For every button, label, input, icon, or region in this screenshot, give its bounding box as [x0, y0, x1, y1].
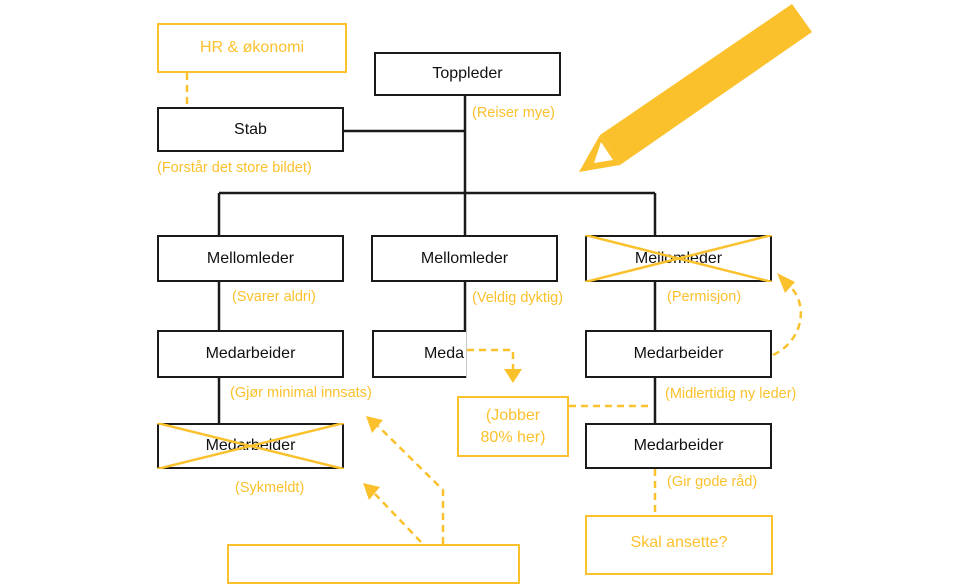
medarbeider-box-3: Medarbeider	[585, 330, 772, 378]
dashed-meda-arrow	[467, 348, 515, 370]
medarbeider-box-2-cut: Meda	[372, 330, 466, 378]
dashed-bottom-arrow-1	[377, 425, 445, 544]
note-reiser: (Reiser mye)	[472, 105, 555, 121]
hr-economy-box: HR & økonomi	[157, 23, 347, 73]
jobber-box: (Jobber 80% her)	[457, 396, 569, 457]
note-veldig: (Veldig dyktig)	[472, 290, 564, 306]
medarbeider-box-1: Medarbeider	[157, 330, 344, 378]
stab-box: Stab	[157, 107, 344, 152]
org-chart: HR & økonomi Toppleder Stab Mellomleder …	[157, 4, 812, 584]
dashed-bottom-arrow-2	[374, 493, 422, 543]
note-permisjon: (Permisjon)	[667, 289, 742, 305]
note-midlertidig: (Midlertidig ny leder)	[665, 386, 797, 402]
mellomleder-box-3-crossed: Mellomleder	[585, 235, 772, 282]
cross-mark	[585, 235, 772, 282]
medarbeider-box-4-crossed: Medarbeider	[157, 423, 344, 469]
mellomleder-box-1: Mellomleder	[157, 235, 344, 282]
pencil-icon	[579, 4, 812, 172]
note-gir: (Gir gode råd)	[667, 474, 758, 490]
note-forstar: (Forstår det store bildet)	[157, 160, 312, 176]
cross-mark	[157, 423, 344, 469]
note-sykmeldt: (Sykmeldt)	[235, 480, 305, 496]
connectors	[185, 4, 812, 544]
mellomleder-box-2: Mellomleder	[371, 235, 558, 282]
toppleder-box: Toppleder	[374, 52, 561, 96]
arrowhead-meda	[504, 369, 522, 383]
dashed-curve-arrow	[772, 280, 803, 357]
medarbeider-box-5: Medarbeider	[585, 423, 772, 469]
arrowhead-bottom-1	[366, 416, 383, 433]
arrowhead-bottom-2	[363, 483, 380, 500]
skal-ansette-box: Skal ansette?	[585, 515, 773, 575]
bottom-box	[227, 544, 520, 584]
note-gjor: (Gjør minimal innsats)	[230, 385, 372, 401]
note-svarer: (Svarer aldri)	[232, 289, 316, 305]
arrowhead-curve	[777, 273, 795, 293]
